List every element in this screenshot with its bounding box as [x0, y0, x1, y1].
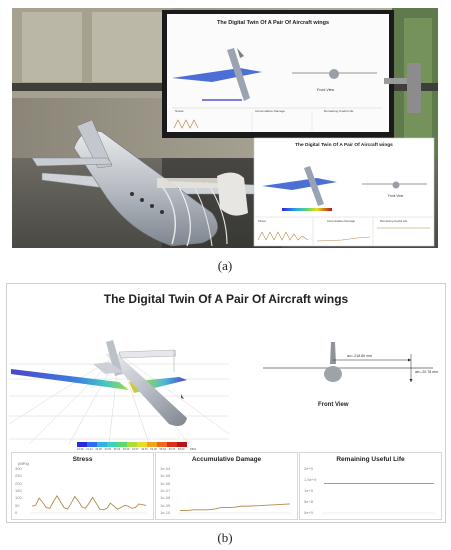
stress-y-tick: 200 — [15, 480, 22, 486]
caption-a: (a) — [217, 258, 233, 273]
monitor-front-view-label: Front View — [317, 88, 335, 92]
digital-twin-screenshot: The Digital Twin Of A Pair Of Aircraft w… — [6, 283, 446, 523]
colorbar-tick: 49.35 — [141, 448, 148, 451]
dim-x-label: ax=-218.66 mm — [347, 354, 373, 358]
stress-y-tick: 0 — [15, 510, 18, 515]
rul-y-tick: 1e+9 — [304, 488, 314, 493]
stress-y-tick: 50 — [15, 502, 20, 508]
colorbar-tick: 35.33 — [113, 448, 121, 451]
colorbar-tick: 58.64 — [159, 448, 167, 451]
colorbar-tick: 21.32 — [86, 448, 93, 451]
colorbar-segment — [97, 442, 107, 447]
dim-y-label: ab=-20.78 mm — [415, 370, 439, 374]
colorbar-tick: 44.67 — [132, 448, 139, 451]
colorbar-tick: 40.00 — [122, 448, 130, 451]
colorbar-strip — [77, 442, 187, 447]
overlay-rul-label: Remaining Useful Life — [380, 219, 408, 223]
rul-y-tick: 5e+8 — [304, 499, 314, 504]
monitor-rul-label: Remaining Useful Life — [324, 109, 354, 113]
colorbar-tick: 63.37 — [168, 448, 176, 451]
colorbar-segment — [167, 442, 177, 447]
stress-chart — [30, 495, 148, 514]
overlay-damage-label: Accumulative Damage — [327, 219, 355, 223]
colorbar-segment — [77, 442, 87, 447]
front-view-drawing — [263, 342, 433, 382]
stress-y-tick: 150 — [15, 488, 22, 493]
damage-y-tick: 1e-06 — [160, 480, 171, 486]
aircraft-model — [11, 340, 187, 426]
caption-b: (b) — [217, 530, 233, 545]
colorbar-tick: 68.00 — [177, 448, 185, 451]
monitor-title: The Digital Twin Of A Pair Of Aircraft w… — [216, 20, 330, 26]
stress-y-tick: 100 — [15, 495, 22, 501]
colorbar-segment — [157, 442, 167, 447]
rul-panel: Remaining Useful Life 2e+9 1.5e+9 1e+9 5e+8… — [299, 452, 442, 520]
colorbar-tick: 54.00 — [150, 448, 157, 451]
damage-y-tick: 1e-09 — [160, 502, 171, 508]
colorbar-unit: MPa — [190, 447, 197, 451]
photo-scene — [12, 8, 438, 248]
rul-title: Remaining Useful Life — [336, 456, 405, 463]
damage-y-tick: 1e-05 — [160, 473, 171, 479]
page-title: The Digital Twin Of A Pair Of Aircraft w… — [103, 292, 349, 306]
rul-y-tick: 2e+9 — [304, 466, 314, 471]
monitor-plane — [172, 48, 382, 109]
front-view: ax=-218.66 mm ab=-20.78 mm Front View — [243, 334, 443, 424]
damage-y-tick: 1e-10 — [160, 510, 171, 515]
monitor-front-view — [292, 69, 377, 79]
rul-chart — [322, 482, 436, 514]
overlay-stress-label: Stress — [258, 219, 266, 223]
stress-unit: (MPa) — [18, 461, 29, 466]
colorbar-segment — [147, 442, 157, 447]
damage-title: Accumulative Damage — [191, 456, 262, 463]
colorbar-segment — [87, 442, 97, 447]
damage-y-tick: 1e-07 — [160, 488, 171, 493]
rul-y-tick: 0e+0 — [304, 510, 314, 515]
monitor-stress-label: Stress — [175, 109, 184, 113]
stress-y-tick: 250 — [15, 473, 22, 479]
colorbar-tick: 30.65 — [104, 448, 112, 451]
colorbar-segment — [117, 442, 127, 447]
stress-series-line — [31, 495, 147, 511]
colorbar-segment — [127, 442, 137, 447]
damage-y-tick: 1e-04 — [160, 466, 171, 471]
colorbar-segment — [137, 442, 147, 447]
stress-y-tick: 300 — [15, 466, 22, 471]
photo-experimental-setup: The Digital Twin Of A Pair Of Aircraft w… — [12, 8, 438, 248]
overlay-title: The Digital Twin Of A Pair Of Aircraft w… — [295, 143, 393, 148]
colorbar-segment — [107, 442, 117, 447]
viewport-3d-canvas — [8, 340, 230, 445]
damage-chart — [178, 503, 292, 514]
damage-y-tick: 1e-08 — [160, 495, 171, 501]
monitor-damage-label: Accumulative Damage — [255, 109, 286, 113]
colorbar-tick: 16.65 — [77, 448, 84, 451]
rul-y-tick: 1.5e+9 — [304, 477, 317, 482]
colorbar-tick: 26.00 — [95, 448, 102, 451]
viewport-3d[interactable] — [8, 314, 230, 445]
front-view-label: Front View — [318, 402, 349, 408]
overlay-front-view-label: Front View — [388, 194, 404, 198]
colorbar-segment — [177, 442, 187, 447]
damage-series-line — [180, 503, 291, 511]
stress-title: Stress — [72, 456, 93, 463]
